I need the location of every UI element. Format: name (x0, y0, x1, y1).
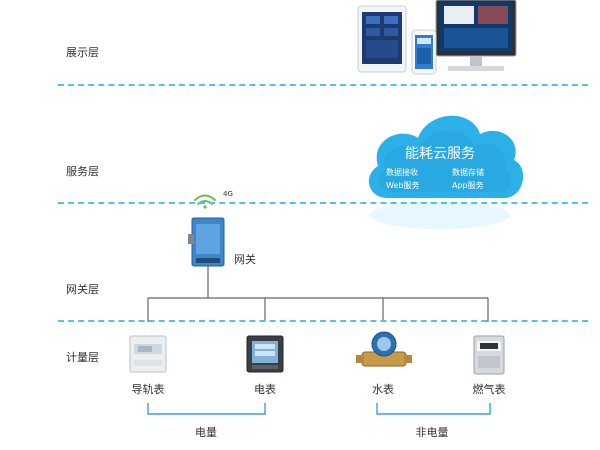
layer-label-metering: 计量层 (66, 351, 99, 364)
rail-meter-device (129, 335, 167, 373)
divider-gateway-metering (58, 320, 588, 322)
cloud-item-data-receive: 数据接收 (386, 168, 418, 177)
layer-label-gateway: 网关层 (66, 283, 99, 296)
cloud-item-app-service: App服务 (452, 181, 484, 190)
layer-label-display: 展示层 (66, 46, 99, 59)
layer-label-service: 服务层 (66, 165, 99, 178)
group-label-electric: 电量 (195, 426, 217, 439)
device-label-water-meter: 水表 (372, 383, 394, 396)
group-label-non-electric: 非电量 (415, 426, 449, 439)
cloud-item-web-service: Web服务 (386, 181, 420, 190)
display-devices-illustration (357, 0, 517, 75)
monitor-base (448, 66, 504, 71)
gas-meter-device (473, 335, 505, 375)
signal-4g-label: 4G (223, 190, 233, 198)
cloud-item-data-storage: 数据存储 (452, 168, 484, 177)
divider-service-gateway (58, 202, 588, 204)
divider-display-service (58, 84, 588, 86)
device-label-electric-meter: 电表 (254, 383, 276, 396)
group-brackets (147, 403, 491, 415)
gateway-label: 网关 (234, 253, 256, 266)
cloud-title: 能耗云服务 (405, 146, 475, 162)
electric-meter-device (246, 335, 284, 373)
water-meter-device (356, 331, 412, 367)
connection-tree (147, 266, 489, 322)
monitor-stand (470, 56, 482, 66)
gateway-device (188, 217, 225, 267)
device-label-gas-meter: 燃气表 (472, 383, 506, 396)
device-label-rail-meter: 导轨表 (131, 383, 165, 396)
cloud-shape (368, 115, 524, 229)
